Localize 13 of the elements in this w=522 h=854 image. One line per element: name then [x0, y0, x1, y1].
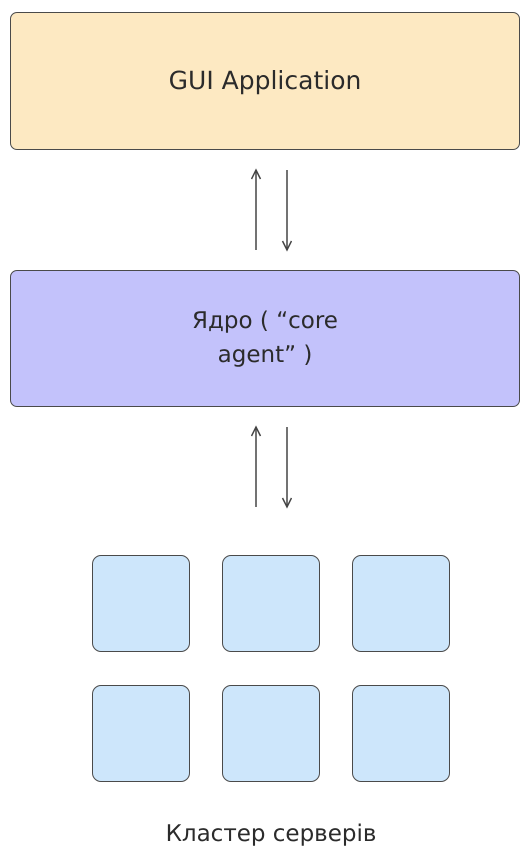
cluster-label: Кластер серверів [164, 821, 378, 847]
core-box: Ядро ( “core agent” ) [10, 270, 520, 407]
server-box [352, 685, 450, 782]
arrow [282, 427, 292, 508]
server-box [352, 555, 450, 652]
server-box [222, 555, 320, 652]
server-box [92, 685, 190, 782]
arrow [282, 170, 292, 251]
application-box: GUI Application [10, 12, 520, 150]
server-box [222, 685, 320, 782]
server-box [92, 555, 190, 652]
arrow [250, 169, 262, 250]
arrow [250, 426, 262, 507]
